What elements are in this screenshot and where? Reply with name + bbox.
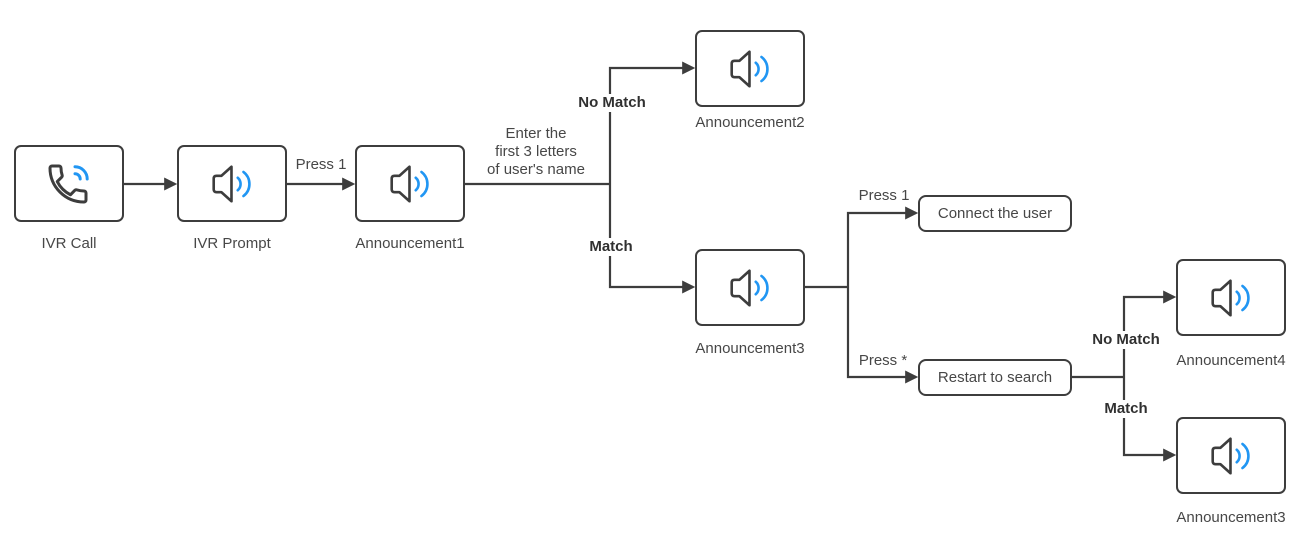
- wire-press1-connect: [846, 206, 919, 287]
- speaker-icon: [209, 163, 255, 205]
- wire-nomatch-announcement4: [1122, 290, 1177, 377]
- node-announcement4[interactable]: [1176, 259, 1286, 336]
- edge-label-press-1-second: Press 1: [855, 187, 913, 205]
- phone-call-icon: [44, 160, 94, 208]
- edge-label-no-match-first: No Match: [575, 94, 649, 112]
- node-restart-to-search[interactable]: Restart to search: [918, 359, 1072, 396]
- speaker-icon: [387, 163, 433, 205]
- wire-pressstar-restart: [846, 287, 919, 384]
- speaker-icon: [727, 48, 773, 90]
- node-ivr-prompt[interactable]: [177, 145, 287, 222]
- wire-nomatch-announcement2: [608, 61, 696, 184]
- wire-match-announcement3: [608, 184, 696, 294]
- edge-label-enter-name-line2: first 3 letters: [495, 143, 577, 160]
- node-announcement3-repeat[interactable]: [1176, 417, 1286, 494]
- node-announcement2-label: Announcement2: [695, 114, 805, 131]
- node-announcement1-label: Announcement1: [355, 235, 465, 252]
- edge-label-no-match-second: No Match: [1089, 331, 1163, 349]
- speaker-icon: [727, 267, 773, 309]
- node-connect-the-user[interactable]: Connect the user: [918, 195, 1072, 232]
- speaker-icon: [1208, 277, 1254, 319]
- node-ivr-prompt-label: IVR Prompt: [193, 235, 271, 252]
- node-announcement3[interactable]: [695, 249, 805, 326]
- node-announcement3-label: Announcement3: [695, 340, 805, 357]
- node-ivr-call-label: IVR Call: [41, 235, 97, 252]
- edge-label-match-second: Match: [1101, 400, 1151, 418]
- edge-label-press-1-first: Press 1: [292, 156, 350, 174]
- edge-label-match-first: Match: [586, 238, 636, 256]
- node-announcement2[interactable]: [695, 30, 805, 107]
- node-announcement4-label: Announcement4: [1176, 352, 1286, 369]
- speaker-icon: [1208, 435, 1254, 477]
- node-announcement3-repeat-label: Announcement3: [1176, 509, 1286, 526]
- node-ivr-call[interactable]: [14, 145, 124, 222]
- edge-label-press-star: Press *: [855, 352, 911, 370]
- node-announcement1[interactable]: [355, 145, 465, 222]
- edge-label-enter-name: Enter the first 3 letters of user's name: [484, 125, 588, 179]
- edge-label-enter-name-line1: Enter the: [505, 125, 567, 142]
- edge-label-enter-name-line3: of user's name: [487, 161, 585, 178]
